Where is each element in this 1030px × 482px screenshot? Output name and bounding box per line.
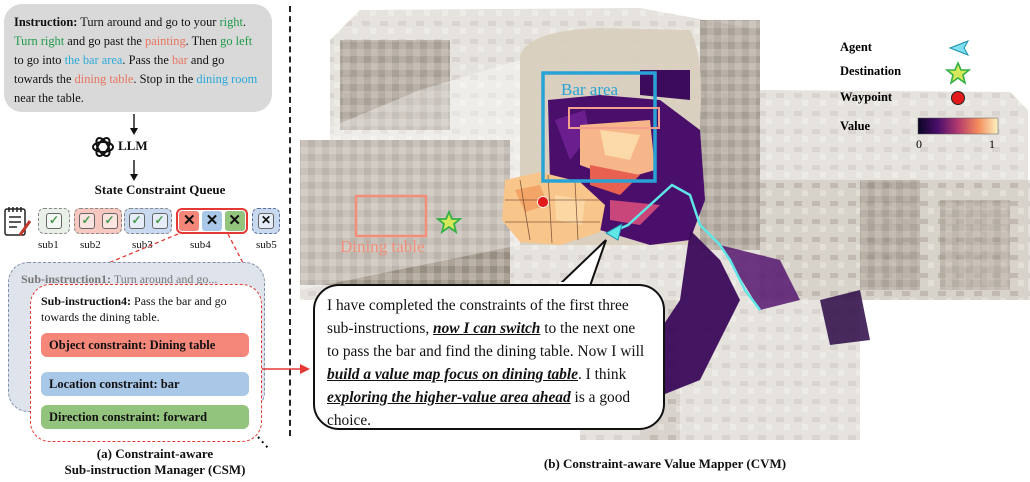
instruction-box: Instruction: Turn around and go to your … [4,4,272,112]
queue-item-sub1: ✓ [38,208,70,234]
caption-b: (b) Constraint-aware Value Mapper (CVM) [543,456,787,471]
queue-item-sub3: ✓✓ [124,208,172,234]
colorbar-min: 0 [916,137,922,151]
legend-destination-label: Destination [840,64,901,78]
semantic-map: Bar area Dining table Agent Destination … [300,8,1030,440]
instruction-segment: . Pass the [122,53,172,67]
emphasized-phrase: exploring the higher-value area ahead [327,389,571,406]
queue-label-sub1: sub1 [38,239,59,251]
instruction-segment: . [242,15,247,29]
instruction-segment: dining room [196,72,258,86]
legend-waypoint-icon [951,91,965,105]
sub-instruction-1-text: Turn around and go... [111,272,218,286]
instruction-segment: dining table [74,72,134,86]
location-constraint: Location constraint: bar [41,372,249,396]
destination-star-icon [435,209,463,235]
check-icon: ✓ [78,213,95,229]
instruction-segment: Turn right [14,34,65,48]
object-constraint: Object constraint: Dining table [41,333,249,357]
instruction-segment: and go towards the [14,53,225,86]
sub-instruction-1-title: Sub-instruction1: [21,272,112,286]
waypoint-icon [537,196,549,208]
legend-value-label: Value [840,119,871,133]
instruction-segment: bar [171,53,188,67]
cross-icon: ✕ [258,213,274,229]
instruction-segment: Turn around and go to your [77,15,220,29]
instruction-segment: and go past the [64,34,146,48]
queue-item-sub2: ✓✓ [74,208,122,234]
instruction-segment: the bar area [64,53,123,67]
queue-label-sub3: sub3 [132,239,153,251]
direction-constraint: Direction constraint: forward [41,405,249,429]
check-icon: ✓ [46,213,62,229]
bar-area-label: Bar area [561,80,619,99]
queue-label-sub2: sub2 [80,239,101,251]
sub-instruction-4-title: Sub-instruction4: [41,294,132,308]
queue-item-sub5: ✕ [252,208,280,234]
instruction-segment: go left [220,34,253,48]
value-colorbar [917,117,999,135]
check-icon: ✓ [128,213,145,229]
cross-icon: ✕ [179,211,200,231]
instruction-segment: to go into [14,53,65,67]
arrow-right-icon [262,364,310,374]
legend-destination-icon [944,60,972,85]
panel-divider [289,6,291,436]
llm-reasoning-bubble: I have completed the constraints of the … [313,284,665,430]
queue-label-sub5: sub5 [256,239,277,251]
speech-text: is a good choice. [327,389,631,429]
caption-a: (a) Constraint-aware Sub-instruction Man… [64,446,246,477]
arrow-down-icon [130,114,138,135]
instruction-segment: right [219,15,243,29]
legend-agent-icon [948,40,970,56]
instruction-segment: painting [145,34,186,48]
queue-item-sub4: ✕✕✕ [176,208,248,234]
sub-instruction-4-text: Pass the bar and go towards the dining t… [41,294,227,324]
emphasized-phrase: build a value map focus on dining table [327,366,578,383]
queue-label-sub4: sub4 [190,239,211,251]
instruction-segment: . Stop in the [133,72,197,86]
instruction-label: Instruction: [14,15,78,29]
instruction-segment: . Then [185,34,221,48]
speech-text: I have completed the constraints of the … [327,297,629,337]
notepad-icon [4,207,32,236]
colorbar-max: 1 [989,137,995,151]
legend-waypoint-label: Waypoint [840,90,893,104]
agent-icon [604,222,623,241]
legend-agent-label: Agent [840,40,873,54]
llm-logo-icon [92,136,114,158]
sub-instruction-4-card: Sub-instruction4: Pass the bar and go to… [30,284,262,442]
check-icon: ✓ [151,213,168,229]
dining-table-box [354,194,428,238]
arrow-down-icon [130,160,138,181]
queue-title: State Constraint Queue [94,182,226,197]
speech-tail [555,239,607,288]
speech-text: . I think [577,366,627,383]
check-icon: ✓ [101,213,118,229]
cross-icon: ✕ [201,211,222,231]
speech-text: to the next one to pass the bar and find… [327,320,645,360]
llm-label: LLM [118,138,148,153]
instruction-segment: near the table. [14,91,84,105]
emphasized-phrase: now I can switch [433,320,541,337]
cross-icon: ✕ [224,211,245,231]
dining-table-label: Dining table [340,237,425,256]
